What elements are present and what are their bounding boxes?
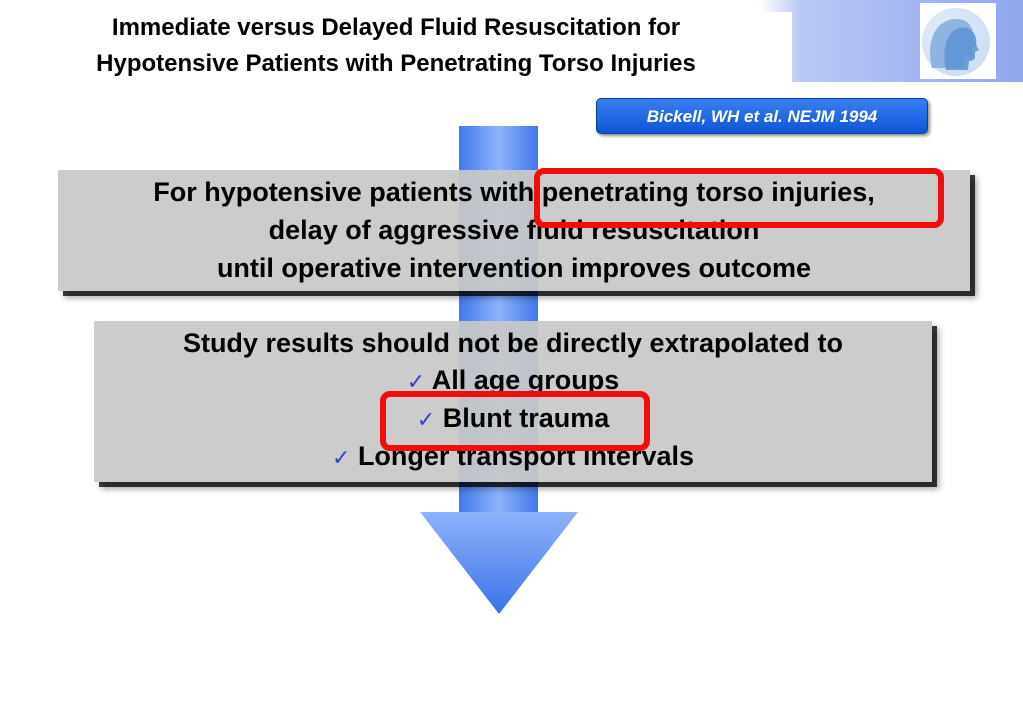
title-line-2: Hypotensive Patients with Penetrating To…	[96, 50, 696, 77]
checkmark-icon: ✓	[416, 408, 436, 433]
limitation-label: Blunt trauma	[442, 403, 610, 433]
checkmark-icon: ✓	[331, 446, 351, 471]
checkmark-icon: ✓	[406, 370, 426, 395]
highlight-blunt-trauma	[380, 391, 650, 451]
conclusion-line-1: For hypotensive patients with penetratin…	[153, 177, 875, 207]
limitation-item: ✓ Blunt trauma	[94, 403, 932, 434]
limitations-heading: Study results should not be directly ext…	[182, 328, 844, 358]
limitation-label: All age groups	[431, 365, 620, 395]
citation-badge: Bickell, WH et al. NEJM 1994	[596, 98, 928, 134]
limitation-item: ✓ All age groups	[94, 365, 932, 396]
highlight-penetrating-torso	[534, 168, 944, 228]
logo	[920, 3, 996, 79]
conclusion-panel: For hypotensive patients with penetratin…	[58, 170, 970, 291]
title-line-1: Immediate versus Delayed Fluid Resuscita…	[111, 14, 681, 41]
conclusion-line-2: delay of aggressive fluid resuscitation	[268, 215, 760, 245]
conclusion-line-3: until operative intervention improves ou…	[216, 253, 812, 283]
limitations-panel: Study results should not be directly ext…	[94, 321, 932, 482]
head-profile-icon	[922, 8, 990, 76]
slide-title: Immediate versus Delayed Fluid Resuscita…	[0, 12, 792, 82]
